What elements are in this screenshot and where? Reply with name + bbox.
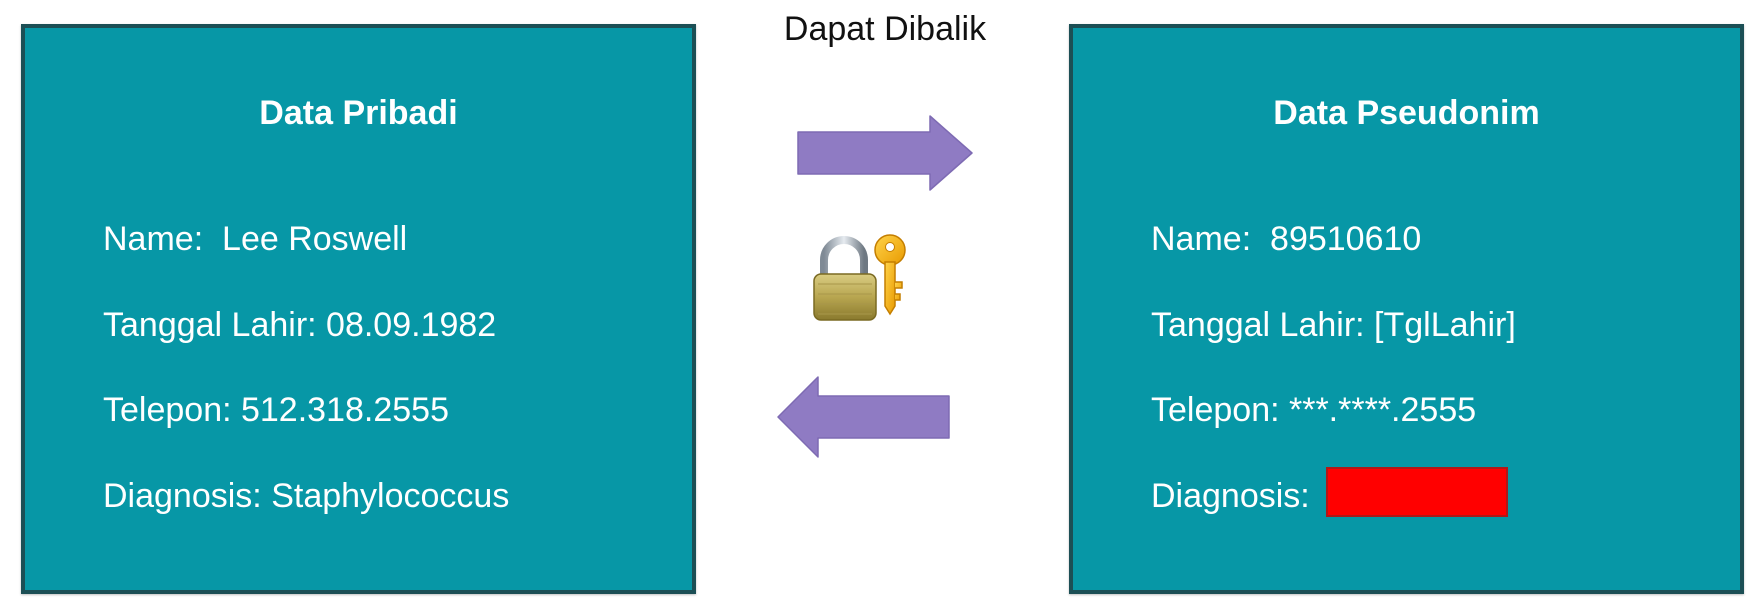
arrow-right-icon (797, 115, 973, 191)
personal-data-panel: Data Pribadi Name: Lee Roswell Tanggal L… (21, 24, 696, 594)
pseudonym-data-title: Data Pseudonim (1273, 94, 1540, 132)
pseudonym-phone-field: Telepon: ***.****.2555 (1151, 391, 1477, 429)
personal-phone-field: Telepon: 512.318.2555 (103, 391, 449, 429)
diagnosis-redaction-box (1326, 467, 1508, 517)
arrow-left-icon (777, 376, 950, 458)
pseudonym-birthdate-field: Tanggal Lahir: [TglLahir] (1151, 306, 1516, 344)
personal-name-field: Name: Lee Roswell (103, 220, 408, 258)
personal-birthdate-field: Tanggal Lahir: 08.09.1982 (103, 306, 497, 344)
pseudonym-diagnosis-field: Diagnosis: (1151, 477, 1320, 515)
padlock-key-icon (813, 234, 906, 321)
personal-diagnosis-field: Diagnosis: Staphylococcus (103, 477, 510, 515)
pseudonym-name-field: Name: 89510610 (1151, 220, 1422, 258)
personal-data-title: Data Pribadi (259, 94, 458, 132)
reversible-caption: Dapat Dibalik (783, 10, 987, 48)
